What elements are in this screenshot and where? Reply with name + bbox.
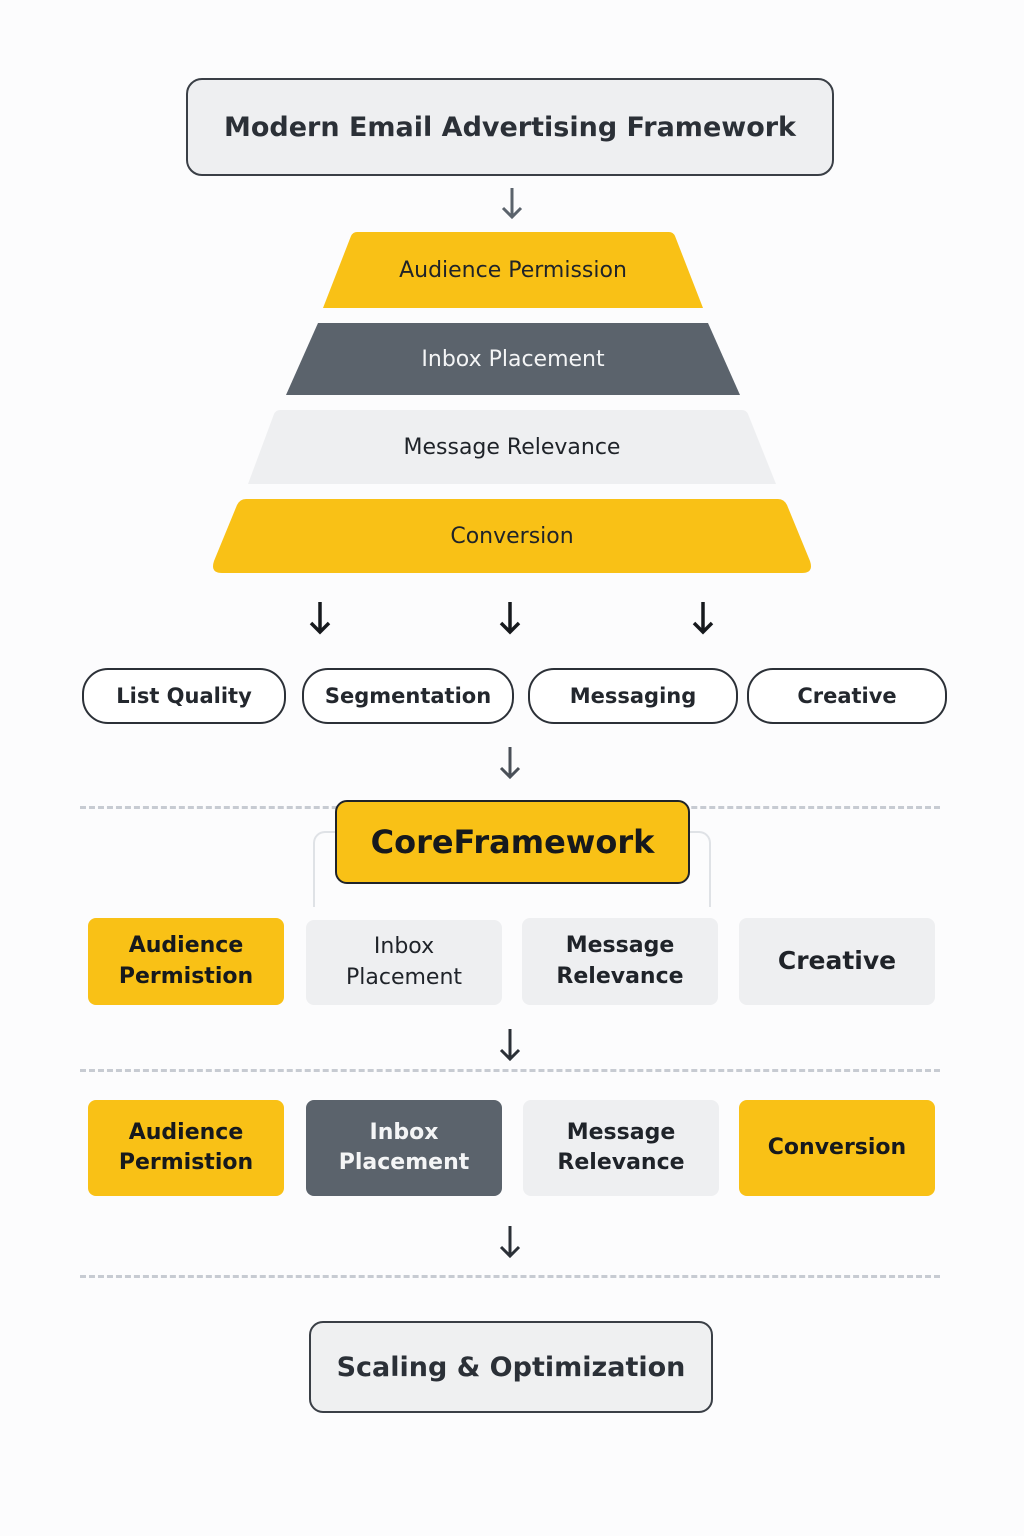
core-framework-box: CoreFramework <box>335 800 690 884</box>
card-creative: Creative <box>739 918 935 1005</box>
card-label: Creative <box>777 946 897 976</box>
funnel-tier-label: Conversion <box>450 523 574 549</box>
pill-label: Messaging <box>569 684 697 708</box>
funnel-tier-label: Audience Permission <box>399 257 627 283</box>
funnel-tier-label: Inbox Placement <box>421 346 605 372</box>
funnel-tier-audience-permission: Audience Permission <box>323 232 703 308</box>
arrow-down-icon <box>691 600 715 640</box>
arrow-down-icon <box>498 745 522 785</box>
pill-list-quality: List Quality <box>82 668 286 724</box>
funnel-tier-label: Message Relevance <box>403 434 621 460</box>
arrow-down-icon <box>498 1224 522 1264</box>
pill-creative: Creative <box>747 668 947 724</box>
arrow-down-icon <box>498 1027 522 1067</box>
pill-segmentation: Segmentation <box>302 668 514 724</box>
arrow-down-icon <box>308 600 332 640</box>
framework-title-box: Modern Email Advertising Framework <box>186 78 834 176</box>
pill-messaging: Messaging <box>528 668 738 724</box>
pill-label: Segmentation <box>324 684 492 708</box>
card-label: Conversion <box>767 1134 907 1160</box>
core-framework-label: CoreFramework <box>370 823 655 861</box>
pill-label: Creative <box>797 684 897 708</box>
funnel-tier-conversion: Conversion <box>212 499 812 573</box>
section-divider <box>80 1069 940 1072</box>
funnel-tier-inbox-placement: Inbox Placement <box>286 323 740 395</box>
scaling-optimization-label: Scaling & Optimization <box>336 1351 686 1383</box>
arrow-down-icon <box>500 186 524 226</box>
arrow-down-icon <box>498 600 522 640</box>
scaling-optimization-box: Scaling & Optimization <box>309 1321 713 1413</box>
pill-label: List Quality <box>116 684 252 708</box>
funnel-tier-message-relevance: Message Relevance <box>248 410 776 484</box>
card-conversion: Conversion <box>739 1100 935 1196</box>
framework-title: Modern Email Advertising Framework <box>223 111 797 143</box>
section-divider <box>80 1275 940 1278</box>
